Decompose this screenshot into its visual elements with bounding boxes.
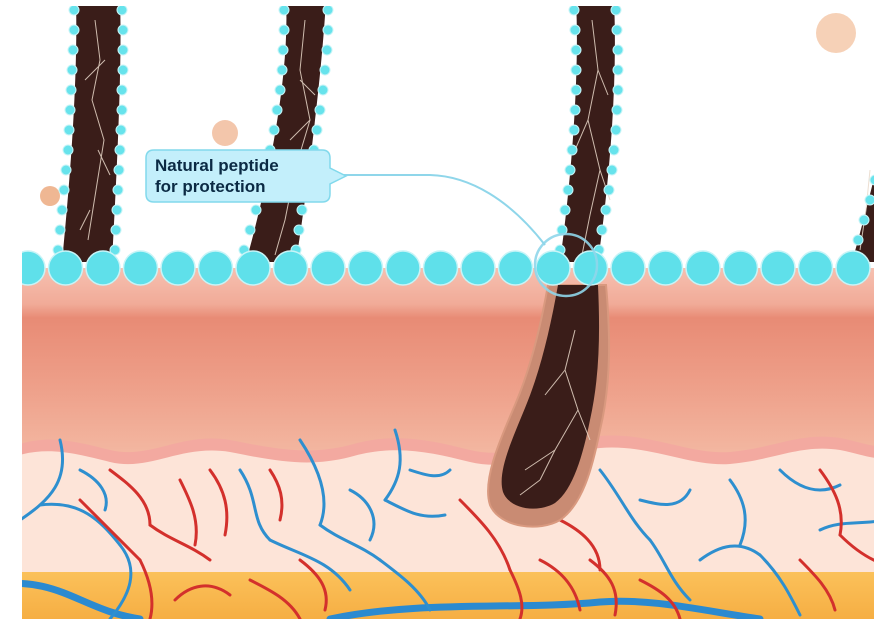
peptide-bead [761, 251, 795, 285]
peptide-bead [199, 251, 233, 285]
callout: Natural peptide for protection [146, 150, 346, 202]
peptide-bead [124, 251, 158, 285]
epidermis-layer [0, 268, 886, 468]
frame-margin-top [0, 0, 886, 6]
peptide-bead [386, 251, 420, 285]
peptide-bead [536, 251, 570, 285]
peptide-bead [236, 251, 270, 285]
particle [816, 13, 856, 53]
peptide-bead [424, 251, 458, 285]
peptide-bead [49, 251, 83, 285]
frame-margin-left [0, 0, 22, 619]
fat-layer [0, 572, 886, 619]
particle [212, 120, 238, 146]
peptide-bead [274, 251, 308, 285]
peptide-bead [836, 251, 870, 285]
peptide-bead [799, 251, 833, 285]
callout-line-1: Natural peptide [155, 156, 279, 175]
frame-margin-right [874, 0, 886, 619]
peptide-bead [311, 251, 345, 285]
peptide-bead [461, 251, 495, 285]
peptide-bead [161, 251, 195, 285]
peptide-bead [611, 251, 645, 285]
peptide-bead [686, 251, 720, 285]
peptide-bead [574, 251, 608, 285]
particle [40, 186, 60, 206]
surface-peptide-layer [11, 251, 870, 285]
peptide-bead [499, 251, 533, 285]
peptide-bead [349, 251, 383, 285]
peptide-bead [649, 251, 683, 285]
peptide-bead [724, 251, 758, 285]
callout-line-2: for protection [155, 177, 266, 196]
peptide-bead [86, 251, 120, 285]
